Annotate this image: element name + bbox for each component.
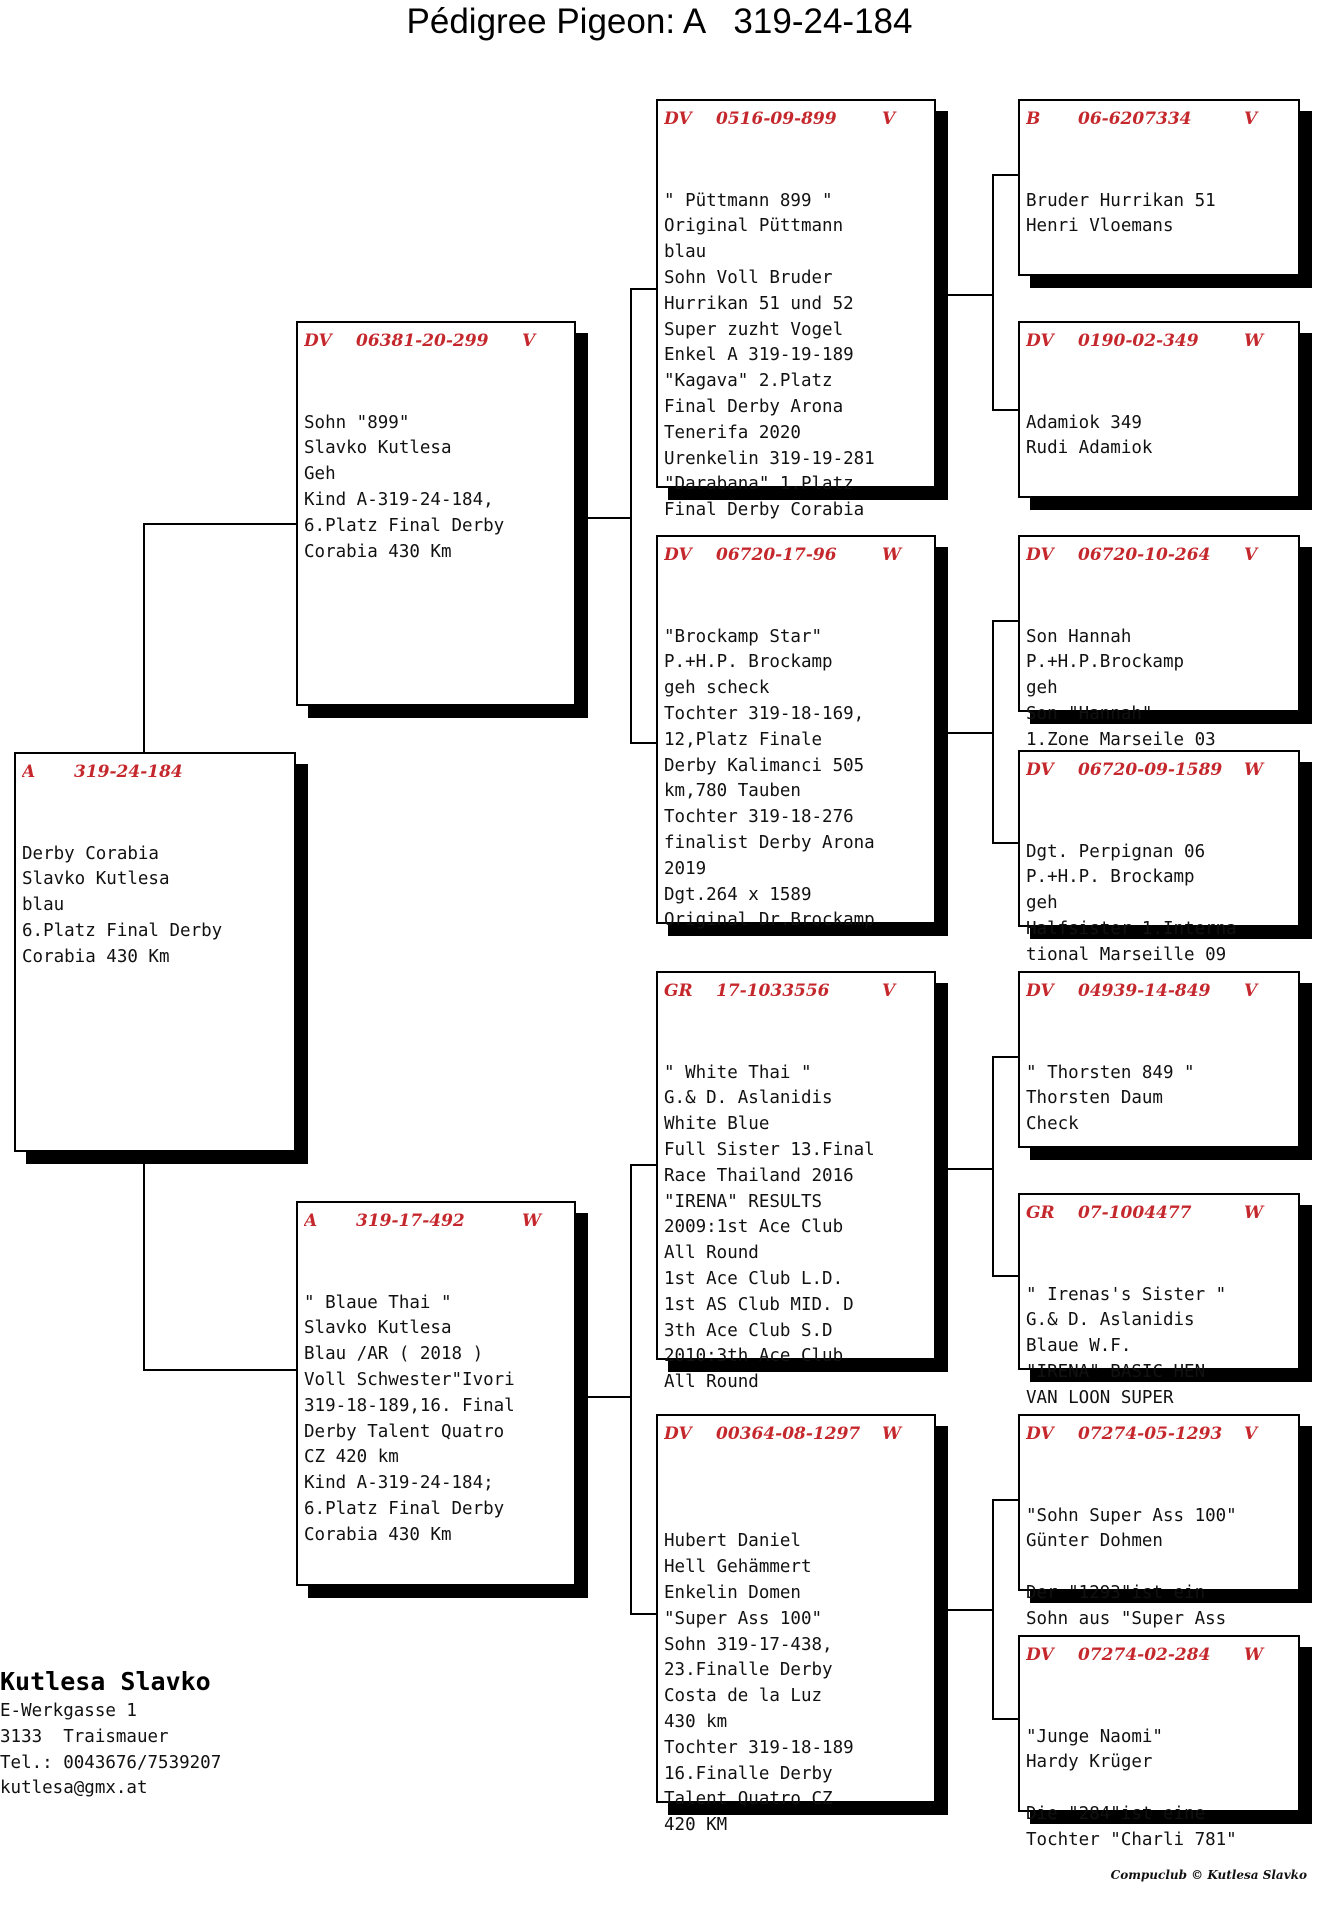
- breeder-street: E-Werkgasse 1: [0, 1701, 137, 1721]
- breeder-phone: Tel.: 0043676/7539207: [0, 1752, 222, 1773]
- breeder-name: Kutlesa Slavko: [0, 1667, 211, 1696]
- page-title: Pédigree Pigeon: A 319-24-184: [406, 2, 913, 41]
- breeder-info: Kutlesa Slavko E-Werkgasse 1 3133 Traism…: [0, 1665, 221, 1802]
- breeder-city: 3133 Traismauer: [0, 1726, 169, 1747]
- footer-credit: Compuclub © Kutlesa Slavko: [1110, 1868, 1307, 1882]
- breeder-email[interactable]: kutlesa@gmx.at: [0, 1778, 148, 1799]
